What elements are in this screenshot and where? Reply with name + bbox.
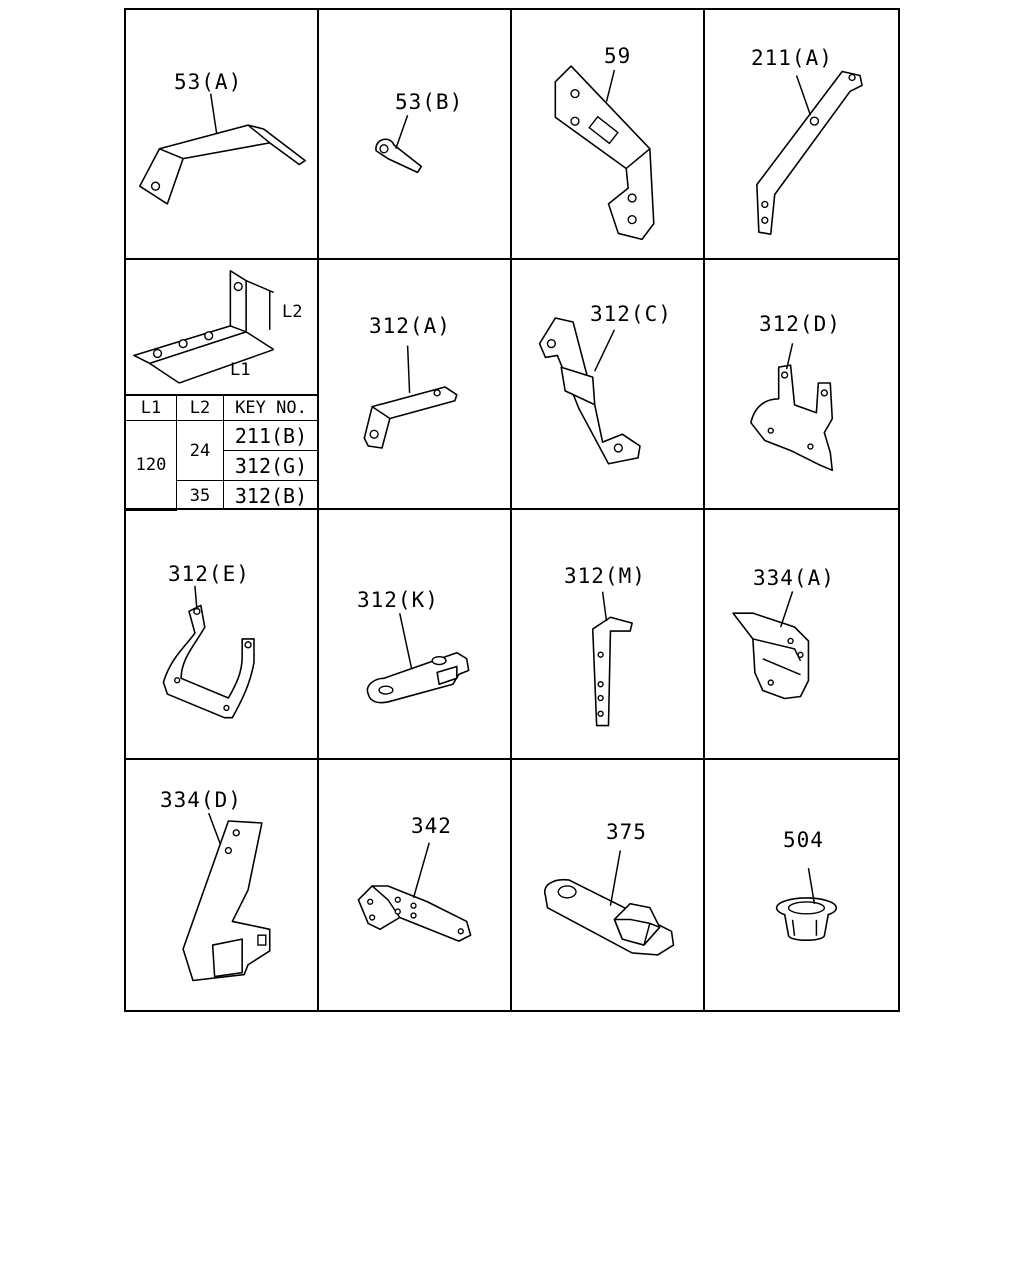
bracket-211a-drawing xyxy=(756,70,863,235)
part-label: 59 xyxy=(604,44,632,68)
angle-bracket-dimension-drawing xyxy=(133,269,275,384)
part-label: 312(K) xyxy=(357,588,439,612)
part-label: 504 xyxy=(783,828,824,852)
cell-375[interactable]: 375 xyxy=(512,760,705,1010)
cell-key-no: 211(B) xyxy=(223,420,318,451)
part-label: 312(C) xyxy=(590,302,672,326)
bracket-312a-drawing xyxy=(363,345,458,449)
part-label: 211(A) xyxy=(751,46,833,70)
dimension-l1-label: L1 xyxy=(230,360,251,380)
bracket-312e-drawing xyxy=(162,585,255,719)
part-label: 342 xyxy=(411,814,452,838)
dimension-table-header: L1 L2 KEY NO. xyxy=(126,394,318,421)
header-key-no: KEY NO. xyxy=(223,394,318,421)
cell-59[interactable]: 59 xyxy=(512,10,705,260)
part-label: 375 xyxy=(606,820,647,844)
bracket-334d-drawing xyxy=(182,812,271,982)
cell-key-no: 312(G) xyxy=(223,450,318,481)
cell-312k[interactable]: 312(K) xyxy=(319,510,512,760)
bracket-312k-drawing xyxy=(366,613,470,704)
bracket-312m-drawing xyxy=(591,591,633,727)
part-label: 334(A) xyxy=(753,566,835,590)
dimension-l2-label: L2 xyxy=(282,302,303,322)
part-label: 53(A) xyxy=(174,70,243,94)
grommet-504-drawing xyxy=(775,867,838,942)
bracket-312c-drawing xyxy=(538,317,641,465)
part-label: 312(A) xyxy=(369,314,451,338)
bracket-312d-drawing xyxy=(750,343,834,472)
table-row: 312(G) xyxy=(126,450,318,481)
part-label: 334(D) xyxy=(160,788,242,812)
bracket-342-drawing xyxy=(357,842,472,942)
cell-312e[interactable]: 312(E) xyxy=(126,510,319,760)
cell-334d[interactable]: 334(D) xyxy=(126,760,319,1010)
table-row: 120 24 211(B) xyxy=(126,420,318,511)
part-label: 312(D) xyxy=(759,312,841,336)
cell-342[interactable]: 342 xyxy=(319,760,512,1010)
cell-53a[interactable]: 53(A) xyxy=(126,10,319,260)
parts-grid: 53(A) 53(B) 59 211(A) xyxy=(124,8,900,1012)
cell-312a[interactable]: 312(A) xyxy=(319,260,512,510)
bracket-53a-drawing xyxy=(138,93,306,205)
cell-l2-value: 24 xyxy=(176,420,224,481)
bracket-375-drawing xyxy=(544,850,675,956)
cell-l2-value: 35 xyxy=(176,480,224,510)
cell-dimension-bracket[interactable]: L2 L1 L1 L2 KEY NO. 120 24 211(B) 312(G)… xyxy=(126,260,319,511)
cell-53b[interactable]: 53(B) xyxy=(319,10,512,260)
clip-53b-drawing xyxy=(375,115,423,174)
header-l1: L1 xyxy=(126,394,177,421)
part-label: 53(B) xyxy=(395,90,464,114)
cell-l1-value: 120 xyxy=(126,420,177,511)
cell-312m[interactable]: 312(M) xyxy=(512,510,705,760)
header-l2: L2 xyxy=(176,394,224,421)
bracket-59-drawing xyxy=(554,65,655,241)
cell-312d[interactable]: 312(D) xyxy=(705,260,898,510)
table-row: 35 312(B) xyxy=(126,480,318,510)
part-label: 312(M) xyxy=(564,564,646,588)
cell-312c[interactable]: 312(C) xyxy=(512,260,705,510)
dimension-table: L1 L2 KEY NO. 120 24 211(B) 312(G) 35 31… xyxy=(126,394,318,511)
cell-211a[interactable]: 211(A) xyxy=(705,10,898,260)
cell-key-no: 312(B) xyxy=(223,480,318,510)
part-label: 312(E) xyxy=(168,562,250,586)
cell-504[interactable]: 504 xyxy=(705,760,898,1010)
cell-334a[interactable]: 334(A) xyxy=(705,510,898,760)
bracket-334a-drawing xyxy=(732,591,810,700)
